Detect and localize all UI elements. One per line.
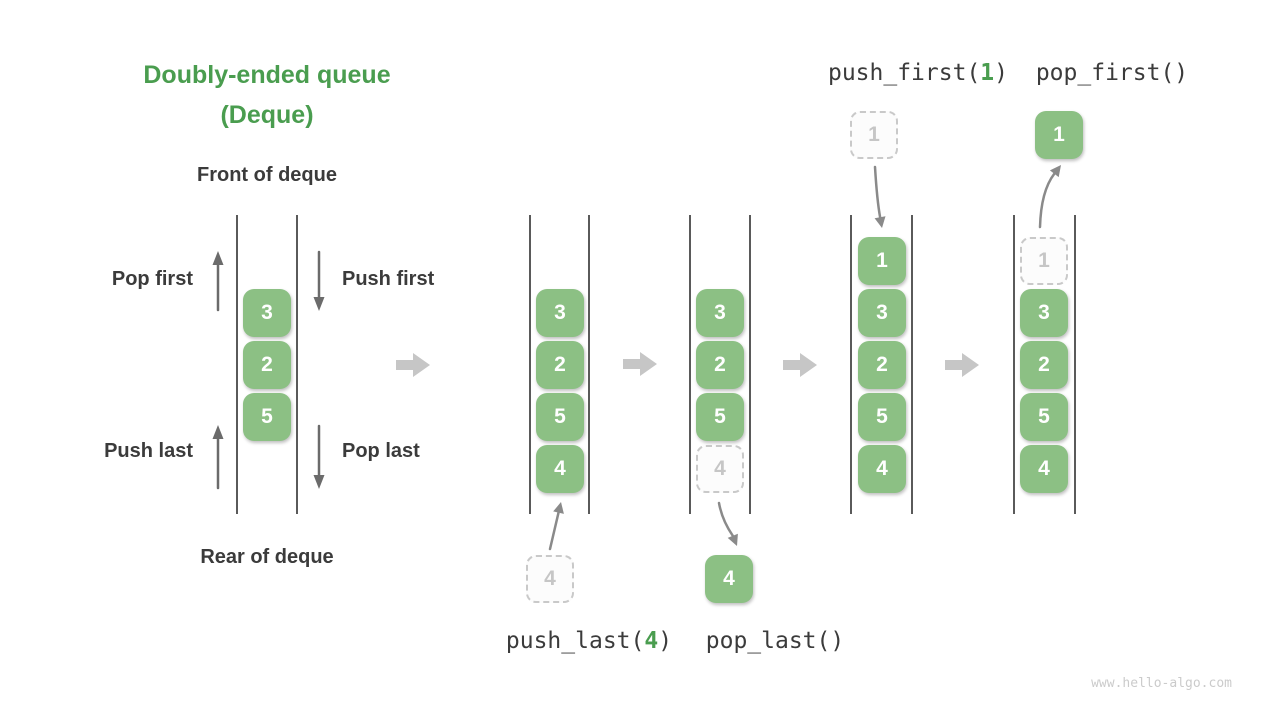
code-text: pop_last() [705,628,845,654]
rear-of-deque-label: Rear of deque [200,546,334,568]
front-of-deque-label: Front of deque [197,164,337,186]
queue-wall [850,215,852,514]
queue-cell: 3 [243,289,291,337]
queue-cell: 5 [696,393,744,441]
outgoing-cell: 1 [1035,111,1083,159]
queue-cell: 3 [536,289,584,337]
next-step-arrow-icon [623,352,657,376]
pop-first-code-label: pop_first() [952,60,1272,86]
code-arg: 1 [980,60,995,86]
queue-cell: 2 [243,341,291,389]
queue-cell: 4 [536,445,584,493]
queue-wall [1013,215,1015,514]
queue-wall [689,215,691,514]
code-text: push_last( [505,628,645,654]
queue-cell: 2 [858,341,906,389]
code-text: pop_first() [1035,60,1189,86]
ghost-queue-cell: 4 [696,445,744,493]
queue-cell: 2 [1020,341,1068,389]
push-first-code-label: push_first(1) [758,60,1078,86]
up-arrow-icon [212,251,224,312]
diagram-title-line1: Doubly-ended queue [143,61,391,89]
push-last-code-label: push_last(4) [429,628,749,654]
pop-last-code-label: pop_last() [615,628,935,654]
queue-wall [296,215,298,514]
diagram-title-line2: (Deque) [220,101,314,129]
code-text: ) [994,60,1009,86]
watermark: www.hello-algo.com [1091,676,1232,691]
queue-wall [236,215,238,514]
push-in-arrow-icon [873,165,886,228]
queue-wall [1074,215,1076,514]
next-step-arrow-icon [396,353,430,377]
queue-cell: 2 [696,341,744,389]
queue-cell: 5 [1020,393,1068,441]
queue-cell: 2 [536,341,584,389]
queue-cell: 4 [858,445,906,493]
next-step-arrow-icon [945,353,979,377]
queue-cell: 3 [696,289,744,337]
queue-wall [529,215,531,514]
up-arrow-icon [212,425,224,490]
queue-cell: 4 [1020,445,1068,493]
next-step-arrow-icon [783,353,817,377]
queue-wall [588,215,590,514]
queue-cell: 3 [1020,289,1068,337]
pop-out-arrow-icon [717,501,738,546]
ghost-incoming-cell: 1 [850,111,898,159]
code-text: push_first( [827,60,981,86]
down-arrow-icon [313,424,325,489]
push-first-label: Push first [342,268,435,290]
queue-cell: 5 [536,393,584,441]
down-arrow-icon [313,250,325,311]
queue-wall [911,215,913,514]
push-last-label: Push last [104,440,193,462]
pop-out-arrow-icon [1038,165,1061,229]
queue-cell: 5 [858,393,906,441]
ghost-queue-cell: 1 [1020,237,1068,285]
push-in-arrow-icon [548,502,564,551]
queue-wall [749,215,751,514]
code-text: ) [658,628,673,654]
code-arg: 4 [644,628,659,654]
queue-cell: 1 [858,237,906,285]
outgoing-cell: 4 [705,555,753,603]
queue-cell: 5 [243,393,291,441]
ghost-incoming-cell: 4 [526,555,574,603]
pop-first-label: Pop first [111,268,193,290]
queue-cell: 3 [858,289,906,337]
pop-last-label: Pop last [342,440,420,462]
diagram-title: Doubly-ended queue (Deque) [97,55,437,135]
